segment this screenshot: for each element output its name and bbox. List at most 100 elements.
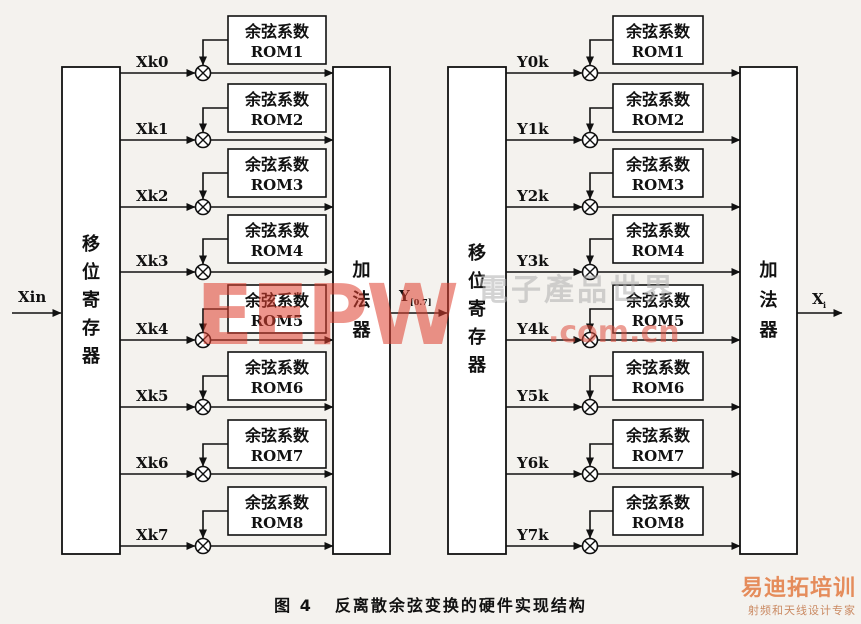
left-tap-label: Xk2 xyxy=(136,187,168,205)
left-multiplier-cross xyxy=(197,540,209,552)
right-multiplier-cross xyxy=(584,540,596,552)
left-rom-title: 余弦系数 xyxy=(244,358,310,377)
right-rom-name: ROM3 xyxy=(632,176,685,194)
right-coefficient-wire xyxy=(586,107,613,133)
right-tap-label: Y3k xyxy=(516,252,549,270)
right-multiplier-cross xyxy=(584,201,596,213)
right-rom-title: 余弦系数 xyxy=(625,22,691,41)
left-register-label-char: 器 xyxy=(81,346,101,367)
right-tap-label: Y6k xyxy=(516,454,549,472)
right-rom-box-6 xyxy=(612,351,704,401)
right-coefficient-wire xyxy=(586,308,613,333)
left-multiplier-cross xyxy=(197,334,209,346)
right-coefficient-wire xyxy=(586,172,613,200)
left-multiplier-cross xyxy=(197,266,209,278)
left-coefficient-wire xyxy=(199,107,228,133)
right-adder-label-char: 法 xyxy=(760,289,778,311)
right-shift-register xyxy=(447,66,507,555)
left-rom-name: ROM5 xyxy=(251,312,304,330)
left-tap-label: Xk7 xyxy=(136,526,168,544)
right-tap-label: Y2k xyxy=(516,187,549,205)
idct-block-diagram: 移位寄存器加法器Xk0余弦系数ROM1Xk1余弦系数ROM2Xk2余弦系数ROM… xyxy=(12,15,843,555)
left-adder-label-char: 法 xyxy=(353,289,371,311)
right-tap-label: Y7k xyxy=(516,526,549,544)
left-rom-name: ROM3 xyxy=(251,176,304,194)
right-register-label-char: 器 xyxy=(467,355,487,376)
right-rom-title: 余弦系数 xyxy=(625,358,691,377)
left-adder-label-char: 加 xyxy=(352,260,371,281)
right-multiplier-cross xyxy=(584,334,596,346)
left-tap-label: Xk4 xyxy=(136,320,168,338)
right-multiplier-cross xyxy=(584,401,596,413)
input-label: Xin xyxy=(18,288,46,306)
left-rom-name: ROM6 xyxy=(251,379,304,397)
left-rom-name: ROM7 xyxy=(251,447,304,465)
left-adder xyxy=(332,66,391,555)
intermediate-label: Y xyxy=(398,287,410,305)
output-subscript: i xyxy=(823,300,826,310)
left-tap-label: Xk6 xyxy=(136,454,168,472)
left-coefficient-wire xyxy=(199,238,228,265)
right-register-label-char: 移 xyxy=(468,242,486,264)
right-tap-label: Y5k xyxy=(516,387,549,405)
left-tap-label: Xk1 xyxy=(136,120,168,138)
left-register-label-char: 存 xyxy=(82,317,100,339)
left-rom-title: 余弦系数 xyxy=(244,22,310,41)
left-tap-label: Xk3 xyxy=(136,252,168,270)
left-rom-box-2 xyxy=(227,83,327,133)
right-multiplier-cross xyxy=(584,266,596,278)
left-coefficient-wire xyxy=(199,172,228,200)
right-rom-title: 余弦系数 xyxy=(625,155,691,174)
right-register-label-char: 存 xyxy=(468,326,486,348)
left-rom-name: ROM1 xyxy=(251,43,304,61)
left-rom-box-3 xyxy=(227,148,327,198)
corner-logo-title: 易迪拓培训 xyxy=(740,576,856,601)
right-register-label-char: 位 xyxy=(468,270,486,292)
left-rom-box-8 xyxy=(227,486,327,536)
right-multiplier-cross xyxy=(584,134,596,146)
left-coefficient-wire xyxy=(199,510,228,539)
right-register-label-char: 寄 xyxy=(468,298,486,320)
right-tap-label: Y1k xyxy=(516,120,549,138)
right-coefficient-wire xyxy=(586,510,613,539)
right-rom-name: ROM4 xyxy=(632,242,685,260)
left-rom-title: 余弦系数 xyxy=(244,155,310,174)
left-multiplier-cross xyxy=(197,468,209,480)
left-adder-label-char: 器 xyxy=(352,320,372,341)
right-rom-box-4 xyxy=(612,214,704,264)
right-multiplier-cross xyxy=(584,67,596,79)
output-label: X xyxy=(812,290,824,308)
right-adder-label-char: 加 xyxy=(759,260,778,281)
left-rom-title: 余弦系数 xyxy=(244,90,310,109)
right-rom-title: 余弦系数 xyxy=(625,426,691,445)
left-multiplier-cross xyxy=(197,401,209,413)
right-coefficient-wire xyxy=(586,39,613,66)
left-rom-box-4 xyxy=(227,214,327,264)
left-coefficient-wire xyxy=(199,443,228,467)
right-multiplier-cross xyxy=(584,468,596,480)
right-rom-box-5 xyxy=(612,284,704,334)
right-rom-name: ROM2 xyxy=(632,111,685,129)
corner-logo-subtitle: 射频和天线设计专家 xyxy=(748,604,856,617)
left-rom-name: ROM8 xyxy=(251,514,304,532)
right-rom-box-8 xyxy=(612,486,704,536)
right-coefficient-wire xyxy=(586,238,613,265)
right-rom-box-2 xyxy=(612,83,704,133)
right-rom-title: 余弦系数 xyxy=(625,493,691,512)
left-coefficient-wire xyxy=(199,308,228,333)
left-rom-box-5 xyxy=(227,284,327,334)
left-rom-box-1 xyxy=(227,15,327,65)
left-register-label-char: 寄 xyxy=(82,289,100,311)
right-rom-name: ROM6 xyxy=(632,379,685,397)
caption-number: 图 4 xyxy=(274,596,313,615)
left-rom-title: 余弦系数 xyxy=(244,291,310,310)
right-adder xyxy=(739,66,798,555)
left-tap-label: Xk0 xyxy=(136,53,168,71)
intermediate-subscript: [0.7] xyxy=(410,297,432,307)
right-coefficient-wire xyxy=(586,443,613,467)
left-tap-label: Xk5 xyxy=(136,387,168,405)
right-coefficient-wire xyxy=(586,375,613,400)
right-adder-label-char: 器 xyxy=(759,320,779,341)
right-rom-name: ROM8 xyxy=(632,514,685,532)
